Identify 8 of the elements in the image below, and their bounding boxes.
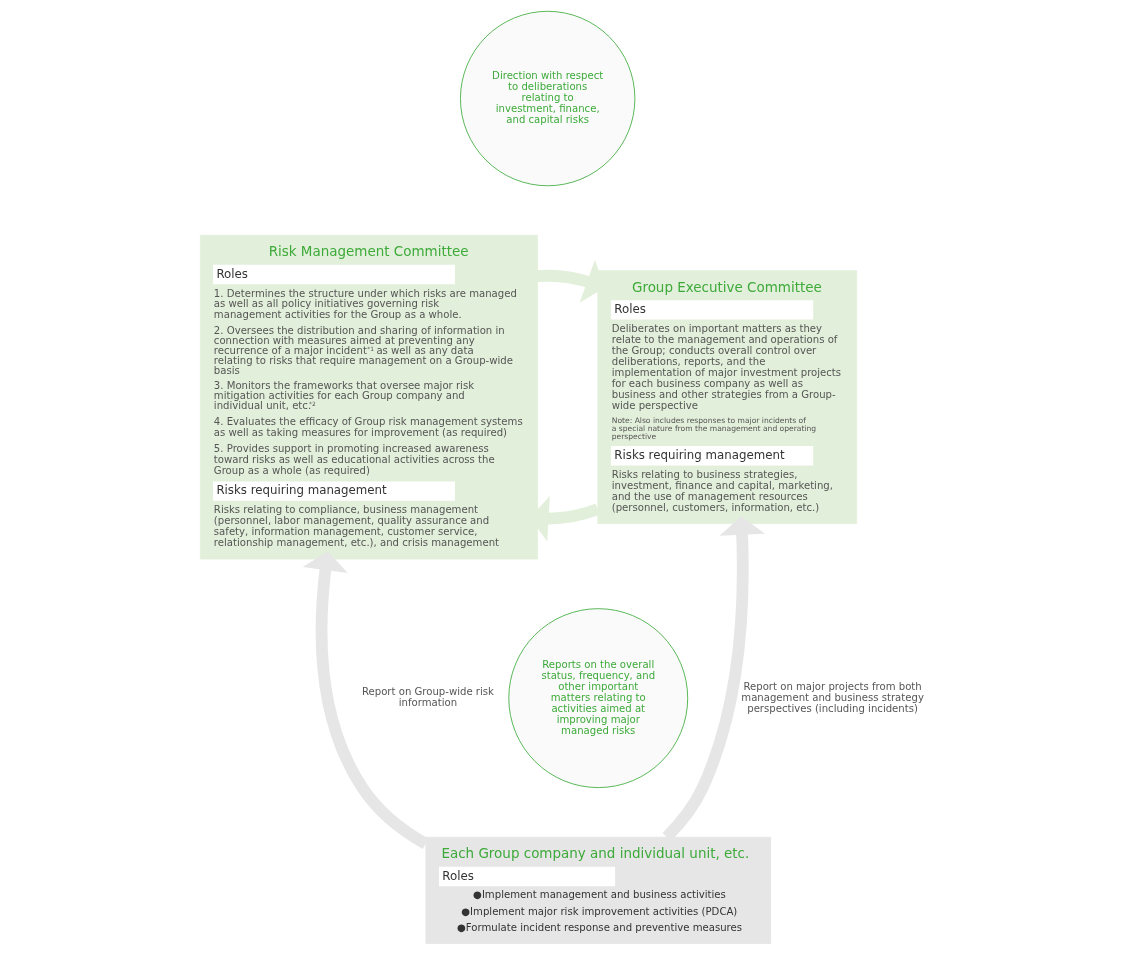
node-box: Risk Management Committee Roles 1. Determines the structure under which risks are managed as well as all policy initiatives governing risk management activities for the Group as a whole. 2. Oversees the distribution and sharing of information in connection with measures aimed at preventing any recurrence of a major incident$^{*1}$ as well as any data relating to risks that require management on a Group-wide basis 3. Monitors the frameworks that oversee major risk mitigation activities for each Group company and individual unit, etc.$^{*2}$ 4. Evaluates the efficacy of Group risk management systems as well as taking measures for improvement (as required) 5. Provides support in promoting increased awareness toward risks as well as educational activities across the Group as a whole (as required) Risks requiring management Risks relating to compliance, business management (personnel, labor management, quality assurance and safety, information management, customer service, relationship management, etc.), and crisis management (199, 234, 538, 560)
edge-label: Report on major projects from both management and business strategy perspectives (including incidents) (741, 680, 924, 714)
arrow (302, 551, 429, 849)
edge-label: Report on Group-wide risk information (361, 686, 494, 709)
node-box: Group Executive Committee Roles Deliberates on important matters as they relate to the management and operations of the Group; conducts overall control over deliberations, reports, and the implementation of major investment projects for each business company as well as business and other strategies from a Group-wide perspective Note: Also includes responses to major incidents of a special nature from the management and operating perspective Risks requiring management Risks relating to business strategies, investment, finance and capital, marketing, and the use of management resources (personnel, customers, information, etc.) (597, 270, 858, 524)
node-box: Each Group company and individual unit, etc. Roles ●Implement management and business activities ●Implement major risk improvement activities (PDCA) ●Formulate incident response and preventive measures (425, 836, 772, 944)
node-circle: Direction with respect to deliberations relating to investment, finance, and capital risks (460, 10, 636, 187)
node-circle: Reports on the overall status, frequency, and other important matters relating to activities aimed at improving major managed risks (508, 608, 689, 788)
